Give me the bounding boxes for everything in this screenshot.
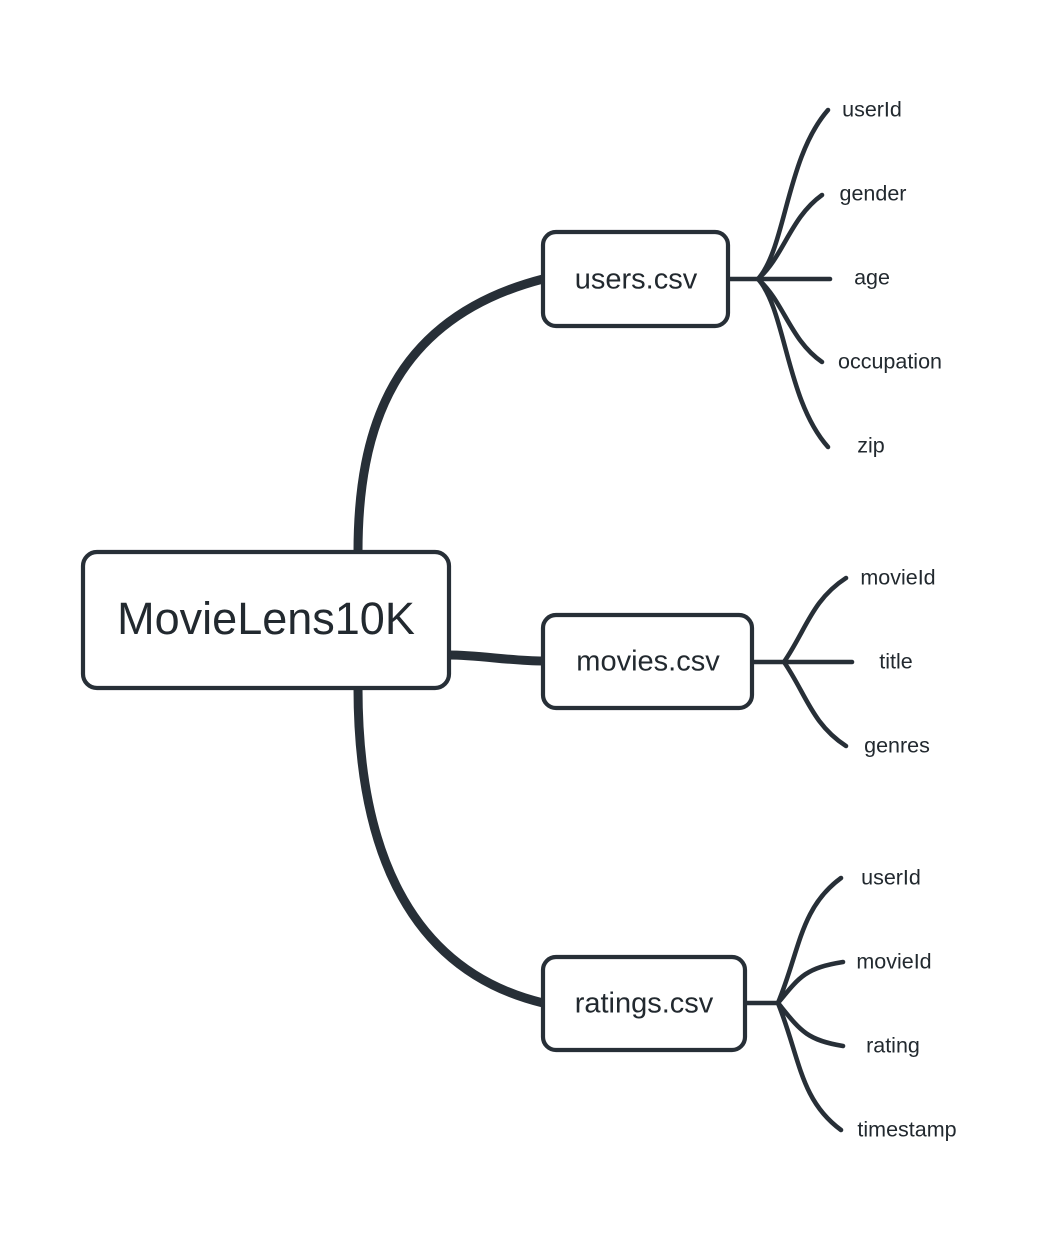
- users-node-box[interactable]: [540, 229, 731, 329]
- leaf-label-ratings-userid[interactable]: userId: [861, 866, 921, 890]
- users-node-label: users.csv: [575, 264, 698, 296]
- edge-root-to-ratings: [353, 683, 548, 1008]
- branch-node-movies[interactable]: movies.csv: [540, 612, 755, 711]
- branch-node-users[interactable]: users.csv: [540, 229, 731, 329]
- branch-node-ratings[interactable]: ratings.csv: [540, 954, 748, 1053]
- leaf-label-ratings-movieid[interactable]: movieId: [856, 950, 931, 974]
- root-node-label: MovieLens10K: [117, 593, 415, 644]
- edge-ratings-to-rating: [775, 1000, 846, 1049]
- leaf-label-users-gender[interactable]: gender: [840, 182, 907, 206]
- leaf-label-movies-genres[interactable]: genres: [864, 734, 930, 758]
- edge-users-to-gender: [755, 192, 825, 282]
- movies-leaf-labels: movieId title genres: [860, 566, 935, 758]
- edge-movies-to-genres: [781, 659, 849, 749]
- leaf-label-ratings-timestamp[interactable]: timestamp: [857, 1118, 956, 1142]
- edge-movies-to-movieid: [781, 575, 849, 665]
- users-leaf-edges: [725, 107, 833, 450]
- root-node[interactable]: MovieLens10K: [80, 549, 452, 691]
- root-node-box[interactable]: [80, 549, 452, 691]
- edge-users-to-zip: [755, 276, 831, 450]
- edge-users-stub: [755, 107, 831, 282]
- movies-leaf-edges: [749, 575, 855, 749]
- ratings-leaf-edges: [742, 875, 846, 1133]
- leaf-label-users-age[interactable]: age: [854, 266, 890, 290]
- leaf-label-movies-movieid[interactable]: movieId: [860, 566, 935, 590]
- edge-root-to-users: [353, 274, 548, 557]
- leaf-label-users-zip[interactable]: zip: [857, 434, 885, 458]
- leaf-label-users-userid[interactable]: userId: [842, 98, 902, 122]
- leaf-label-ratings-rating[interactable]: rating: [866, 1034, 920, 1058]
- ratings-node-box[interactable]: [540, 954, 748, 1053]
- movies-node-box[interactable]: [540, 612, 755, 711]
- leaf-label-users-occupation[interactable]: occupation: [838, 350, 942, 374]
- ratings-node-label: ratings.csv: [575, 988, 714, 1020]
- movies-node-label: movies.csv: [576, 646, 720, 678]
- edge-ratings-to-timestamp: [775, 1000, 844, 1133]
- primary-edges: [353, 274, 548, 1008]
- users-leaf-labels: userId gender age occupation zip: [838, 98, 942, 458]
- edge-ratings-to-userid: [775, 875, 844, 1006]
- edge-ratings-to-movieid: [775, 959, 846, 1006]
- leaf-label-movies-title[interactable]: title: [879, 650, 912, 674]
- edge-root-to-movies: [443, 650, 548, 666]
- ratings-leaf-labels: userId movieId rating timestamp: [856, 866, 956, 1142]
